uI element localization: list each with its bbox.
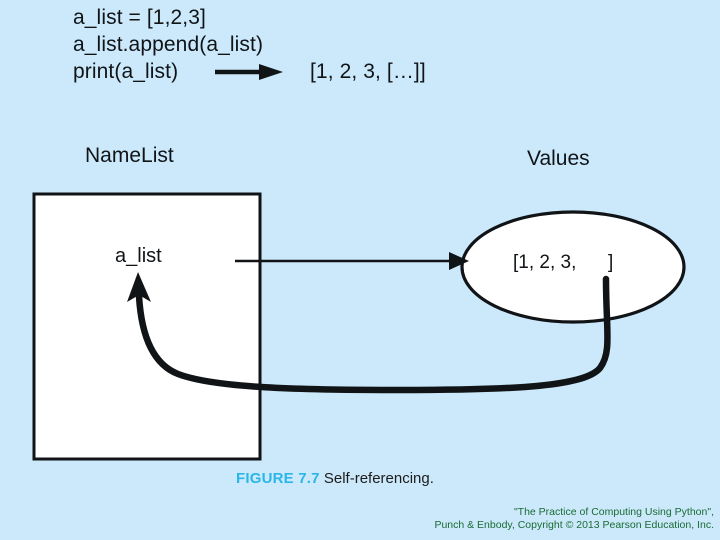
figure-title: Self-referencing.	[323, 470, 434, 487]
self-reference-arrow-icon	[127, 272, 611, 394]
figure-caption: FIGURE 7.7 Self-referencing.	[236, 470, 434, 487]
credit-line-publisher: Punch & Enbody, Copyright © 2013 Pearson…	[434, 518, 714, 531]
figure-number: FIGURE 7.7	[236, 470, 320, 487]
thick-right-arrow-icon	[215, 64, 283, 80]
code-print-output: [1, 2, 3, […]]	[310, 60, 426, 83]
copyright-credit: "The Practice of Computing Using Python"…	[434, 506, 714, 531]
code-block: a_list = [1,2,3] a_list.append(a_list) p…	[73, 4, 493, 85]
code-line-append: a_list.append(a_list)	[73, 33, 264, 56]
code-line-print: print(a_list) [1, 2, 3, […]]	[73, 58, 493, 85]
credit-line-title: "The Practice of Computing Using Python"…	[513, 506, 714, 518]
namespace-box	[32, 192, 262, 461]
values-column-label: Values	[527, 147, 590, 170]
value-ellipse	[460, 210, 686, 324]
names-column-label: NameList	[85, 144, 174, 167]
value-ellipse-text: [1, 2, 3, ]	[513, 252, 614, 273]
variable-name-label: a_list	[115, 245, 162, 267]
code-print-call: print(a_list)	[73, 60, 179, 83]
reference-arrow-icon	[235, 252, 469, 270]
code-line-assignment: a_list = [1,2,3]	[73, 6, 206, 29]
